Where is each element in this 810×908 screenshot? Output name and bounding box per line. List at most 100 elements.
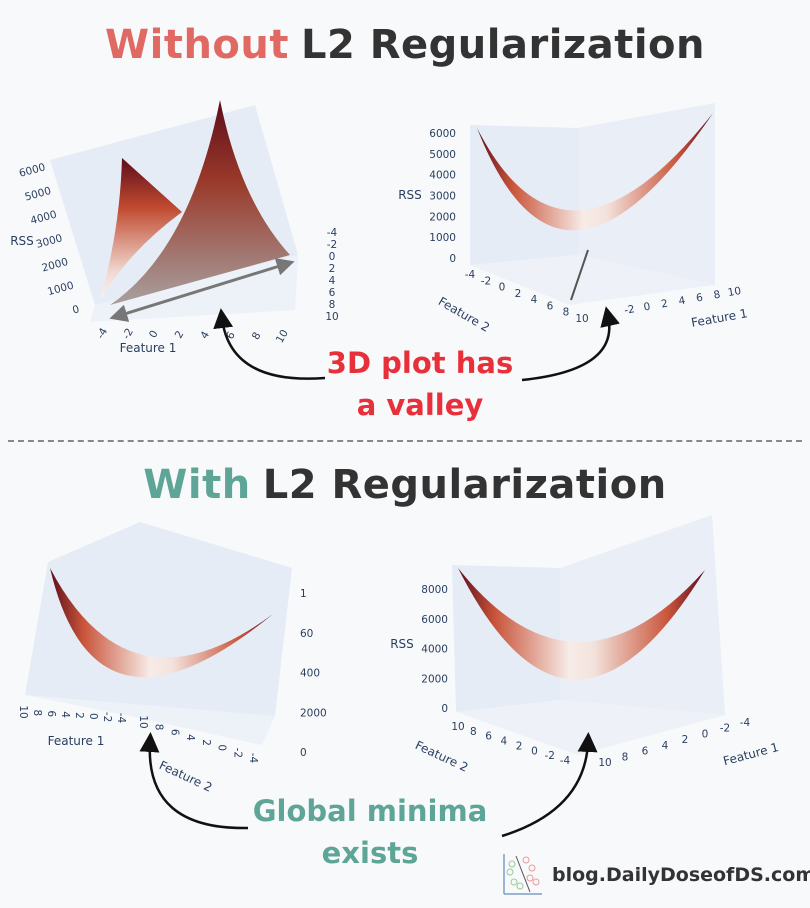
y-tick-label: 2 bbox=[516, 740, 523, 752]
y-tick-label: 4 bbox=[531, 294, 538, 306]
y-tick-label: 0 bbox=[531, 745, 538, 757]
y-tick-label: 2 bbox=[329, 263, 336, 275]
z-axis-title: RSS bbox=[398, 188, 422, 202]
z-tick-label: 6000 bbox=[421, 614, 448, 626]
z-tick-label: 6000 bbox=[18, 161, 47, 180]
arrow-icon bbox=[501, 732, 598, 838]
z-tick-label: 400 bbox=[300, 668, 320, 680]
y-tick-label: -2 bbox=[544, 750, 554, 762]
brand-logo: blog.DailyDoseofDS.com bbox=[500, 852, 810, 898]
x-tick-label: 0 bbox=[87, 713, 99, 720]
y-tick-label: 6 bbox=[329, 287, 336, 299]
z-tick-label: 2000 bbox=[41, 256, 70, 275]
y-tick-label: 10 bbox=[325, 311, 338, 323]
y-tick-label: 8 bbox=[329, 299, 336, 311]
z-axis-title: RSS bbox=[390, 637, 414, 651]
x-axis-title: Feature 1 bbox=[722, 740, 780, 768]
z-tick-label: 3000 bbox=[429, 191, 456, 203]
x-tick-label: 2 bbox=[660, 298, 669, 311]
y-tick-label: 10 bbox=[451, 721, 464, 733]
plot-floor bbox=[25, 695, 275, 745]
surface-bowl bbox=[50, 568, 273, 678]
surface-valley bbox=[477, 113, 713, 231]
y-tick-label: -4 bbox=[465, 269, 476, 281]
annotation-line: exists bbox=[321, 836, 419, 870]
plot-without-l2-right bbox=[470, 103, 715, 305]
z-tick-label: 6000 bbox=[429, 128, 456, 140]
x-tick-label: -4 bbox=[95, 326, 111, 341]
arrow-icon bbox=[213, 308, 326, 380]
x-tick-label: -4 bbox=[740, 717, 751, 729]
x-tick-label: 2 bbox=[173, 329, 187, 341]
y-tick-label: 0 bbox=[499, 282, 506, 294]
y-tick-label: 2 bbox=[515, 288, 522, 300]
y-tick-label: 6 bbox=[485, 731, 492, 743]
z-tick-label: 0 bbox=[300, 747, 307, 759]
x-tick-label: 6 bbox=[45, 710, 57, 717]
y-tick-label: 2 bbox=[200, 739, 212, 746]
x-tick-label: 4 bbox=[662, 740, 669, 752]
x-tick-label: 8 bbox=[713, 289, 722, 302]
surface-bowl bbox=[458, 568, 705, 680]
z-axis-title: RSS bbox=[10, 234, 34, 248]
x-tick-label: 0 bbox=[643, 301, 652, 314]
title-highlight: Without bbox=[104, 22, 289, 68]
y-tick-label: 6 bbox=[168, 729, 180, 736]
z-tick-label: 2000 bbox=[429, 211, 456, 223]
valley-arrow bbox=[109, 258, 295, 322]
x-tick-label: 2 bbox=[682, 734, 689, 746]
plot-with-l2-left bbox=[25, 522, 292, 745]
y-tick-label: 0 bbox=[216, 744, 228, 751]
section-divider bbox=[8, 440, 802, 442]
z-tick-label: 1000 bbox=[429, 232, 456, 244]
y-tick-label: -2 bbox=[327, 239, 337, 251]
y-axis-title: Feature 2 bbox=[413, 738, 470, 775]
z-tick-label: 4000 bbox=[421, 644, 448, 656]
x-axis-title: Feature 1 bbox=[690, 306, 748, 330]
x-tick-label: 6 bbox=[695, 292, 704, 305]
arrow-icon bbox=[139, 732, 249, 830]
x-tick-label: 4 bbox=[59, 711, 71, 718]
arrow-icon bbox=[521, 306, 620, 382]
x-tick-label: -2 bbox=[120, 326, 136, 341]
x-tick-label: 8 bbox=[31, 710, 43, 717]
x-tick-label: 10 bbox=[727, 285, 742, 299]
y-tick-label: 8 bbox=[153, 724, 165, 731]
x-tick-label: -2 bbox=[101, 712, 113, 722]
x-tick-label: 8 bbox=[622, 751, 629, 763]
surface-right-peak bbox=[110, 100, 290, 305]
valley-line bbox=[570, 249, 589, 301]
plot-without-l2-left bbox=[50, 100, 298, 322]
x-axis-title: Feature 1 bbox=[48, 734, 105, 748]
scatter-logo-icon bbox=[503, 854, 542, 895]
x-tick-label: 0 bbox=[702, 728, 709, 740]
x-tick-label: 0 bbox=[147, 328, 161, 340]
x-tick-label: 2 bbox=[73, 712, 85, 719]
title-highlight: With bbox=[143, 462, 251, 508]
y-tick-label: 10 bbox=[137, 715, 149, 728]
y-tick-label: 8 bbox=[563, 307, 570, 319]
y-tick-label: -4 bbox=[560, 755, 571, 767]
x-tick-label: 8 bbox=[250, 330, 264, 342]
plot-with-l2-right bbox=[452, 515, 725, 755]
y-tick-label: 6 bbox=[547, 300, 554, 312]
annotation-line: 3D plot has bbox=[326, 346, 514, 380]
title-rest: L2 Regularization bbox=[262, 462, 667, 508]
y-tick-label: -2 bbox=[231, 748, 243, 758]
valley-annotation: 3D plot has a valley bbox=[300, 342, 540, 426]
y-tick-label: 0 bbox=[329, 251, 336, 263]
logo-text: blog.DailyDoseofDS.com bbox=[552, 864, 810, 886]
z-tick-label: 0 bbox=[449, 253, 456, 265]
annotation-line: a valley bbox=[356, 388, 484, 422]
plot-panel bbox=[560, 515, 725, 715]
y-tick-label: 4 bbox=[184, 734, 196, 741]
y-tick-label: 4 bbox=[501, 736, 508, 748]
x-tick-label: 10 bbox=[274, 328, 291, 346]
z-tick-label: 5000 bbox=[429, 149, 456, 161]
z-tick-label: 5000 bbox=[24, 185, 53, 204]
x-tick-label: 6 bbox=[642, 746, 649, 758]
